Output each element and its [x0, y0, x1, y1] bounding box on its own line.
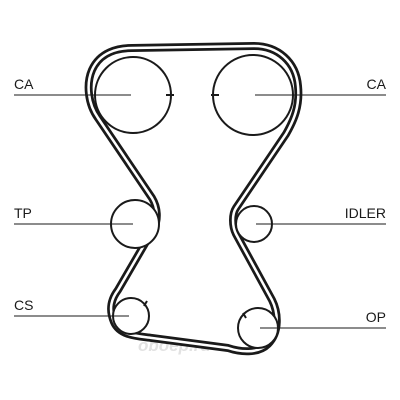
label-cs: CS [14, 297, 33, 313]
leader-lines [14, 94, 386, 329]
label-ca-right: CA [367, 76, 387, 92]
timing-mark [143, 300, 148, 307]
label-tp: TP [14, 205, 32, 221]
label-ca-left: CA [14, 76, 34, 92]
label-idler: IDLER [345, 205, 386, 221]
label-op: OP [366, 309, 386, 325]
timing-mark [242, 312, 247, 319]
